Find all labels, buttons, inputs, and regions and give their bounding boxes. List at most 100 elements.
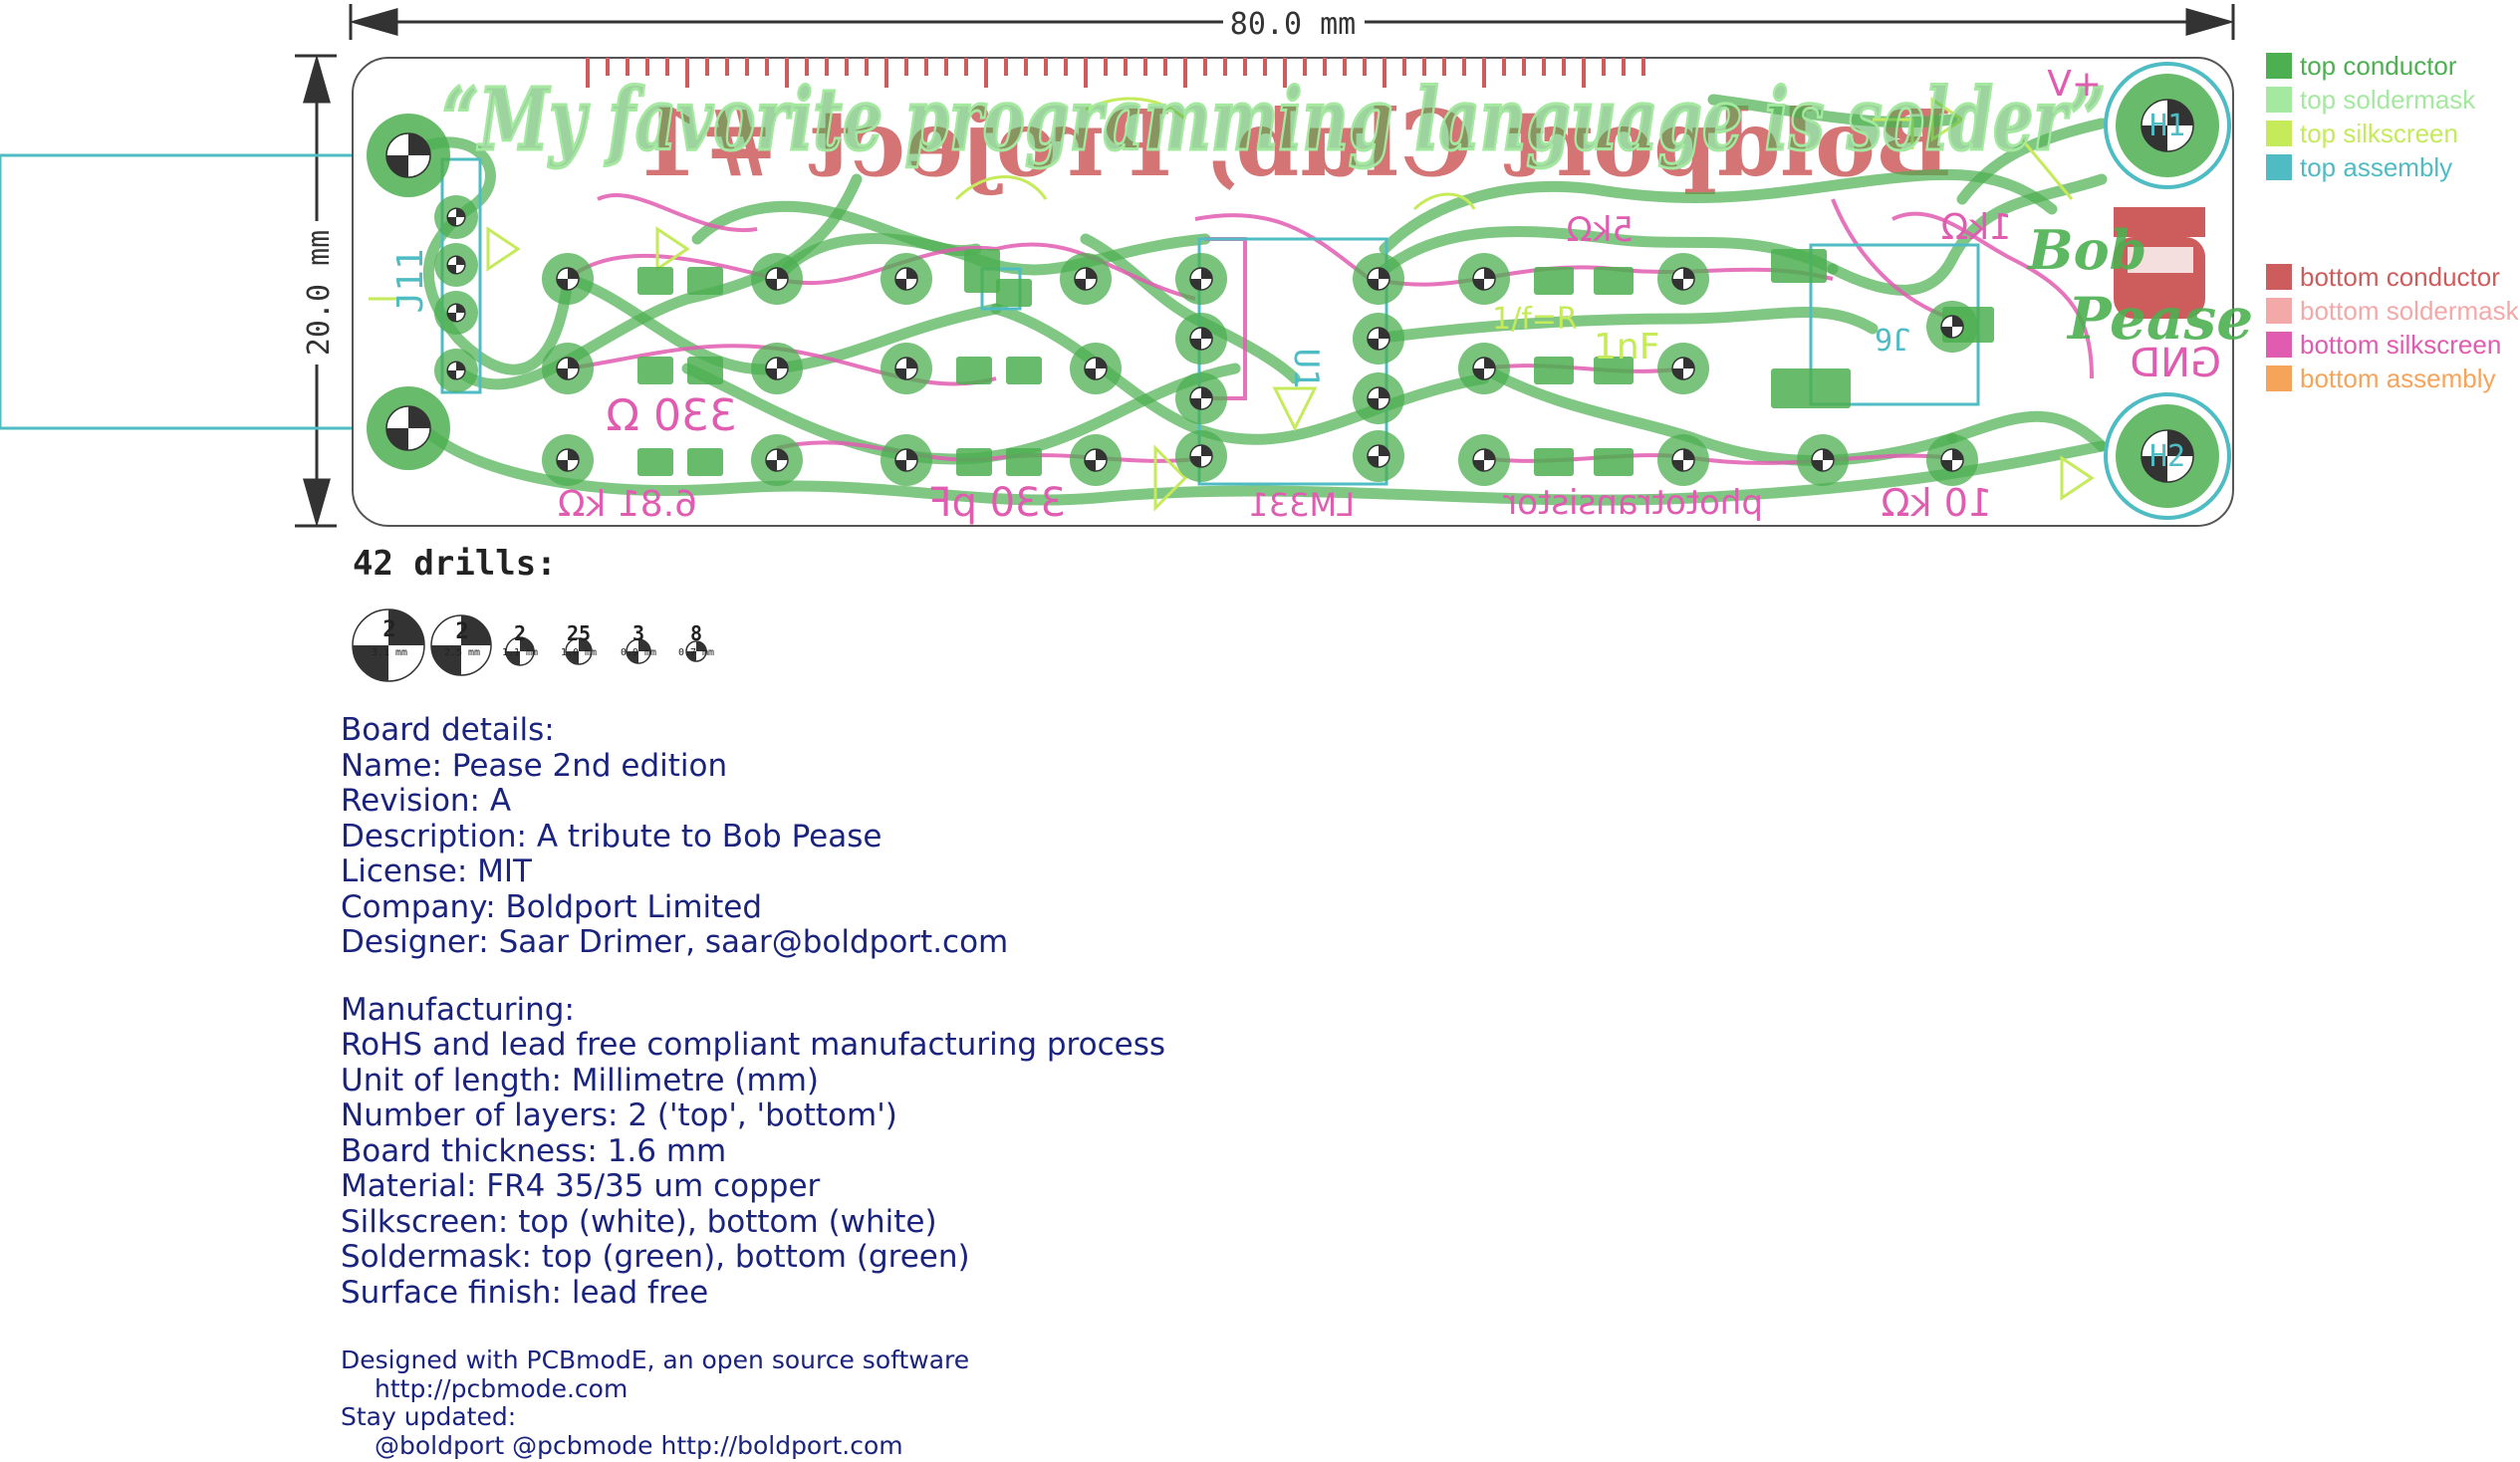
width-label: 80.0 mm	[1230, 7, 1356, 42]
photo-label: phototransistor	[1503, 483, 1763, 523]
drill-hole	[446, 255, 466, 275]
smd-pad	[1534, 357, 1574, 384]
smd-pad	[687, 267, 723, 295]
credits-stay-updated: Stay updated:	[341, 1402, 517, 1431]
credits-designed-with: Designed with PCBmodE, an open source so…	[341, 1345, 970, 1374]
smd-pad	[1594, 448, 1634, 476]
details-designer: Designer: Saar Drimer, saar@boldport.com	[341, 924, 1009, 960]
legend-item-top-assembly: top assembly	[2266, 151, 2453, 182]
height-dimension	[295, 54, 337, 528]
drill-hole	[446, 303, 466, 323]
gnd-label: GND	[2130, 341, 2221, 386]
r-330-label: 330 Ω	[606, 390, 737, 441]
credits: Designed with PCBmodE, an open source so…	[341, 1345, 970, 1460]
board-details: Board details: Name: Pease 2nd edition R…	[341, 712, 1165, 1311]
drill-hole	[1074, 267, 1098, 291]
mount-label-h2: H2	[2149, 439, 2185, 474]
credits-pcbmode-link[interactable]: http://pcbmode.com	[375, 1373, 629, 1403]
top-value-labels: 1nF 1/f=R	[1492, 302, 1659, 367]
drill-hole	[1472, 448, 1496, 472]
drill-count: 8	[689, 621, 703, 645]
r-1k-label: 1kΩ	[1941, 207, 2012, 248]
legend-swatch	[2266, 87, 2292, 113]
height-label: 20.0 mm	[302, 230, 337, 356]
r-681k-label: 6.81 kΩ	[558, 484, 697, 525]
j6-label: J6	[1875, 321, 1910, 356]
details-company: Company: Boldport Limited	[341, 888, 763, 925]
bob-pease-logo: Bob Pease	[2026, 207, 2253, 353]
drill-count: 3	[631, 621, 645, 645]
width-dimension	[349, 4, 2235, 40]
drill-hole	[1189, 327, 1213, 351]
drill-size: 1.1 mm	[501, 647, 539, 658]
details-name: Name: Pease 2nd edition	[341, 747, 728, 784]
mount-hole-bottom-left-drill	[385, 405, 431, 451]
credits-social-links[interactable]: @boldport @pcbmode http://boldport.com	[375, 1430, 903, 1460]
drill-hole	[1811, 448, 1835, 472]
drill-count: 2	[455, 619, 469, 644]
legend-label: bottom soldermask	[2300, 295, 2519, 326]
drill-hole	[894, 448, 918, 472]
manufacturing-thickness: Board thickness: 1.6 mm	[341, 1132, 727, 1169]
legend-label: top silkscreen	[2300, 118, 2458, 148]
smd-pad	[1594, 267, 1634, 295]
manufacturing-material: Material: FR4 35/35 um copper	[341, 1168, 821, 1204]
drill-hole	[1367, 267, 1390, 291]
legend-label: bottom conductor	[2300, 261, 2500, 292]
drill-hole	[556, 448, 580, 472]
c-330p-label: 330 pF	[929, 480, 1066, 526]
drill-hole	[1671, 267, 1695, 291]
drill-size: 0.9 mm	[620, 647, 657, 658]
drill-hole	[1189, 444, 1213, 468]
legend-swatch	[2266, 154, 2292, 180]
drill-hole	[1367, 386, 1390, 410]
legend-item-bottom-soldermask: bottom soldermask	[2266, 295, 2519, 326]
mount-ring-h2	[2104, 392, 2231, 520]
drill-hole	[1189, 386, 1213, 410]
smd-pad	[1534, 267, 1574, 295]
drill-legend-symbol	[352, 609, 425, 682]
smd-pad	[964, 249, 1000, 293]
drill-hole	[1367, 444, 1390, 468]
manufacturing-heading: Manufacturing:	[341, 991, 575, 1028]
smd-pad	[1534, 448, 1574, 476]
smd-pad	[1594, 357, 1634, 384]
drill-hole	[1940, 315, 1964, 339]
manufacturing-soldermask: Soldermask: top (green), bottom (green)	[341, 1239, 970, 1275]
legend-item-bottom-assembly: bottom assembly	[2266, 364, 2496, 393]
smd-pad	[1771, 249, 1827, 283]
legend-item-top-soldermask: top soldermask	[2266, 85, 2475, 115]
drill-legend-symbol	[505, 636, 535, 666]
smd-pad	[956, 448, 992, 476]
legend-swatch	[2266, 53, 2292, 79]
bottom-value-labels: 330 Ω 6.81 kΩ 330 pF LM331 phototransist…	[558, 207, 2012, 526]
legend-swatch	[2266, 332, 2292, 358]
legend-swatch	[2266, 298, 2292, 324]
r-10k-label: 10 kΩ	[1882, 481, 1992, 525]
legend-label: top conductor	[2300, 50, 2457, 81]
legend-item-top-conductor: top conductor	[2266, 50, 2457, 81]
smd-pad	[1771, 368, 1851, 408]
drill-hole	[1940, 448, 1964, 472]
details-description: Description: A tribute to Bob Pease	[341, 818, 882, 854]
drill-hole	[1189, 267, 1213, 291]
drill-hole	[1084, 448, 1108, 472]
smd-pad	[637, 357, 673, 384]
details-license: License: MIT	[341, 853, 532, 889]
drill-hole	[1472, 357, 1496, 380]
mount-drill-h2	[2141, 429, 2194, 483]
legend-item-bottom-silkscreen: bottom silkscreen	[2266, 330, 2501, 360]
smd-pad	[687, 357, 723, 384]
drill-size: 3.1 mm	[371, 647, 408, 658]
drill-size: 1.0 mm	[560, 647, 598, 658]
drill-count: 2	[513, 621, 527, 645]
mount-label-h1: H1	[2149, 109, 2185, 143]
u1-label: U1	[1286, 349, 1326, 389]
manufacturing-silkscreen: Silkscreen: top (white), bottom (white)	[341, 1203, 937, 1240]
manufacturing-layers: Number of layers: 2 ('top', 'bottom')	[341, 1097, 897, 1133]
drill-count: 25	[566, 621, 592, 645]
fv-label: 1/f=R	[1492, 302, 1578, 337]
legend-label: top assembly	[2300, 151, 2453, 182]
drill-hole	[556, 267, 580, 291]
